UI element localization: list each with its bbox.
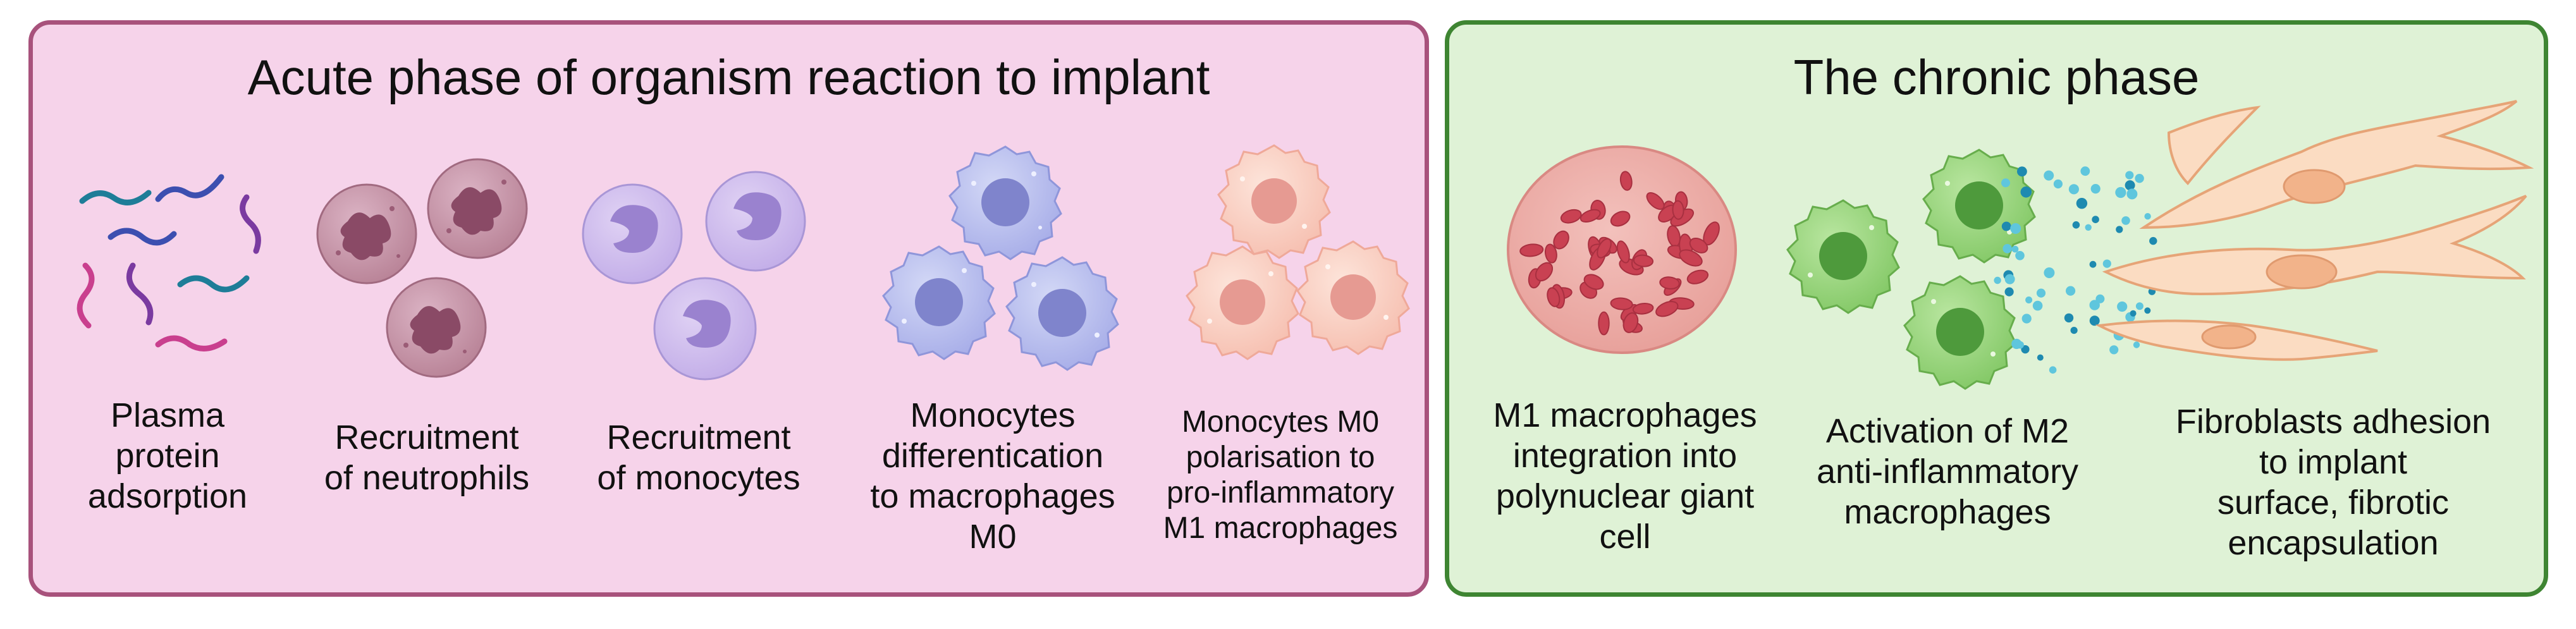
giant-cell-nucleus	[1579, 209, 1601, 223]
cytokine-dot	[1994, 276, 2001, 284]
cytokine-dot	[2016, 341, 2024, 349]
cytokine-dot	[2036, 288, 2046, 298]
giant-cell-nucleus	[1616, 240, 1630, 264]
cytokine-dot	[2130, 310, 2137, 317]
giant-cell-nucleus	[1560, 209, 1582, 224]
step-label-fibroblasts: Fibroblasts adhesion to implant surface,…	[2175, 403, 2491, 562]
m0-macrophage-icon	[882, 145, 1119, 371]
cytokine-dot	[2089, 260, 2097, 268]
chronic-phase-title: The chronic phase	[1793, 49, 2200, 105]
step-label-giant-cell: M1 macrophages integration into polynucl…	[1493, 396, 1757, 556]
step-label-plasma-protein: Plasma protein adsorption	[87, 396, 248, 515]
cytokine-dot	[2044, 267, 2055, 278]
giant-cell-nucleus	[1519, 243, 1544, 257]
neutrophil-icon	[316, 158, 528, 378]
giant-cell-nucleus	[1553, 230, 1569, 250]
cytokine-dot	[2115, 186, 2126, 198]
cytokine-dot	[2121, 216, 2130, 225]
acute-phase-title: Acute phase of organism reaction to impl…	[247, 49, 1210, 105]
cytokine-dot	[2020, 186, 2032, 198]
step-label-m2-macrophages: Activation of M2 anti-inflammatory macro…	[1816, 412, 2079, 531]
cytokine-dot	[2037, 354, 2044, 361]
cytokine-dot	[2102, 259, 2111, 268]
step-label-monocytes: Recruitment of monocytes	[597, 418, 800, 497]
cytokine-dot	[2089, 315, 2100, 326]
cytokine-dot	[2066, 286, 2076, 296]
cytokine-dots-icon	[1994, 166, 2157, 374]
cytokine-dot	[2135, 174, 2144, 183]
cytokine-dot	[2021, 314, 2032, 324]
giant-cell-nucleus	[1598, 311, 1610, 336]
giant-cell-nucleus	[1689, 237, 1708, 253]
cytokine-dot	[2125, 171, 2134, 180]
cytokine-dot	[2085, 224, 2092, 231]
cytokine-dot	[2049, 366, 2057, 374]
cytokine-dot	[2076, 198, 2088, 209]
giant-cell-icon	[1507, 145, 1737, 354]
giant-cell-nucleus	[1686, 269, 1709, 284]
giant-cell-nucleus	[1679, 249, 1703, 267]
protein-strands-icon	[77, 174, 261, 351]
giant-cell-nucleus	[1622, 312, 1639, 333]
cytokine-dot	[2090, 184, 2101, 194]
cytokine-dot	[2144, 213, 2151, 220]
giant-cell-nucleus	[1646, 192, 1665, 211]
giant-cell-nucleus	[1583, 274, 1604, 290]
cytokine-dot	[2015, 251, 2025, 260]
m1-macrophage-icon	[1186, 144, 1410, 360]
cytokine-dot	[2072, 221, 2080, 229]
step-label-m0-macrophages: Monocytes differentication to macrophage…	[870, 396, 1115, 556]
cytokine-dot	[2003, 244, 2012, 253]
giant-cell-nucleus	[1632, 303, 1654, 315]
cytokine-dot	[2021, 345, 2030, 354]
cytokine-dot	[2125, 180, 2135, 191]
cytokine-dot	[2116, 226, 2123, 233]
cytokine-dot	[2149, 236, 2157, 245]
cytokine-dot	[2092, 216, 2099, 224]
cytokine-dot	[2126, 188, 2138, 200]
giant-cell-nucleus	[1544, 243, 1557, 264]
cytokine-dot	[2001, 178, 2010, 188]
cytokine-dot	[2144, 307, 2151, 314]
cytokine-dot	[2070, 327, 2078, 334]
cytokine-dot	[2032, 300, 2043, 311]
cytokine-dot	[2001, 221, 2011, 231]
giant-cell-nucleus	[1619, 171, 1633, 191]
step-label-neutrophils: Recruitment of neutrophils	[324, 418, 530, 497]
cytokine-dot	[2135, 302, 2144, 310]
giant-cell-nucleus	[1633, 254, 1654, 267]
cytokine-dot	[2133, 341, 2140, 348]
cytokine-dot	[2017, 166, 2027, 177]
giant-cell-nucleus	[1547, 287, 1561, 307]
cytokine-dot	[2117, 301, 2128, 312]
giant-cell-nucleus	[1597, 238, 1612, 259]
monocyte-icon	[582, 171, 806, 381]
giant-cell-nucleus	[1610, 297, 1633, 310]
cytokine-dot	[2004, 287, 2014, 296]
cytokine-dot	[2011, 245, 2019, 253]
cytokine-dot	[2068, 184, 2079, 195]
cytokine-dot	[2004, 274, 2015, 284]
giant-cell-nucleus	[1535, 262, 1554, 282]
cytokine-dot	[2064, 313, 2074, 323]
giant-cell-nucleus	[1659, 276, 1680, 290]
cytokine-dot	[2089, 300, 2100, 310]
fibroblast-icon	[2095, 100, 2534, 361]
m2-macrophage-icon	[1786, 149, 2036, 390]
giant-cell-nucleus	[1672, 200, 1684, 220]
cytokine-dot	[2010, 223, 2021, 234]
step-label-m1-macrophages: Monocytes M0 polarisation to pro-inflamm…	[1163, 405, 1398, 545]
cytokine-dot	[2044, 170, 2054, 181]
giant-cell-nucleus	[1655, 301, 1679, 317]
cytokine-dot	[2109, 345, 2119, 355]
cytokine-dot	[2053, 179, 2063, 189]
cytokine-dot	[2095, 294, 2105, 303]
cytokine-dot	[2080, 166, 2090, 176]
giant-cell-nucleus	[1610, 211, 1631, 227]
cytokine-dot	[2025, 296, 2033, 303]
